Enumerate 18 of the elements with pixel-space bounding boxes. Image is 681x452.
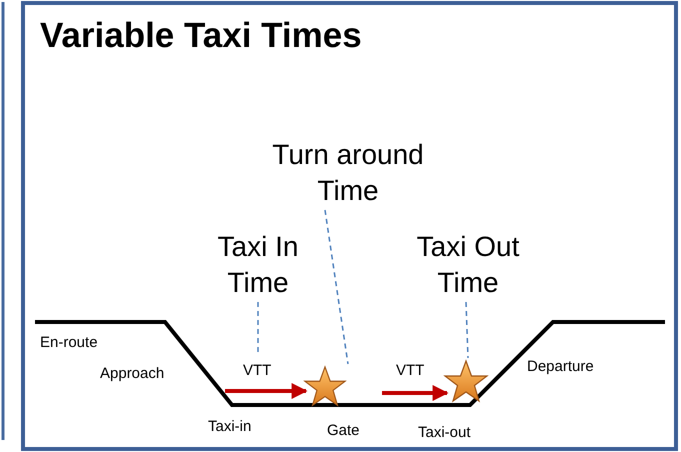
- phase-label: Taxi-in: [208, 418, 252, 435]
- leader-line: [465, 302, 469, 358]
- arrow: [382, 385, 449, 401]
- phase-label: Gate: [327, 422, 360, 439]
- phase-label: VTT: [396, 362, 424, 379]
- phase-label: VTT: [243, 362, 272, 379]
- phase-label: En-route: [40, 334, 98, 351]
- phase-label: Departure: [527, 358, 594, 375]
- star-icon: [302, 365, 348, 409]
- arrow: [225, 383, 308, 399]
- callout-text: Turn around Time: [240, 137, 456, 209]
- phase-label: Approach: [100, 365, 164, 382]
- phase-label: Taxi-out: [418, 424, 471, 441]
- slide-title: Variable Taxi Times: [40, 16, 362, 56]
- leader-line: [324, 210, 349, 364]
- callout-text: Taxi Out Time: [390, 229, 546, 301]
- callout-text: Taxi In Time: [190, 229, 326, 301]
- star-icon: [443, 359, 489, 405]
